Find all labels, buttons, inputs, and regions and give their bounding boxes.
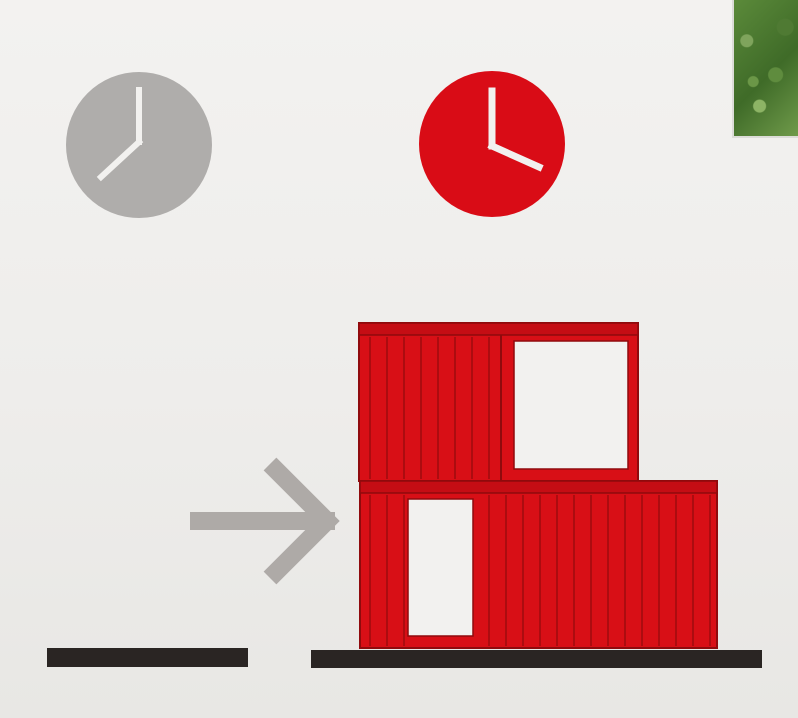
window-opening	[514, 341, 628, 469]
before-clock-icon	[66, 72, 212, 218]
stacked-containers-icon	[359, 323, 717, 648]
ground-bar-right	[311, 650, 762, 668]
container-top-left	[359, 323, 501, 481]
arrow-right-icon	[190, 464, 335, 578]
after-clock-icon	[419, 71, 565, 217]
door-opening	[408, 499, 473, 636]
ground-bar-left	[47, 648, 248, 667]
container-bottom-rail	[360, 481, 717, 493]
container-top-rail	[359, 323, 638, 335]
